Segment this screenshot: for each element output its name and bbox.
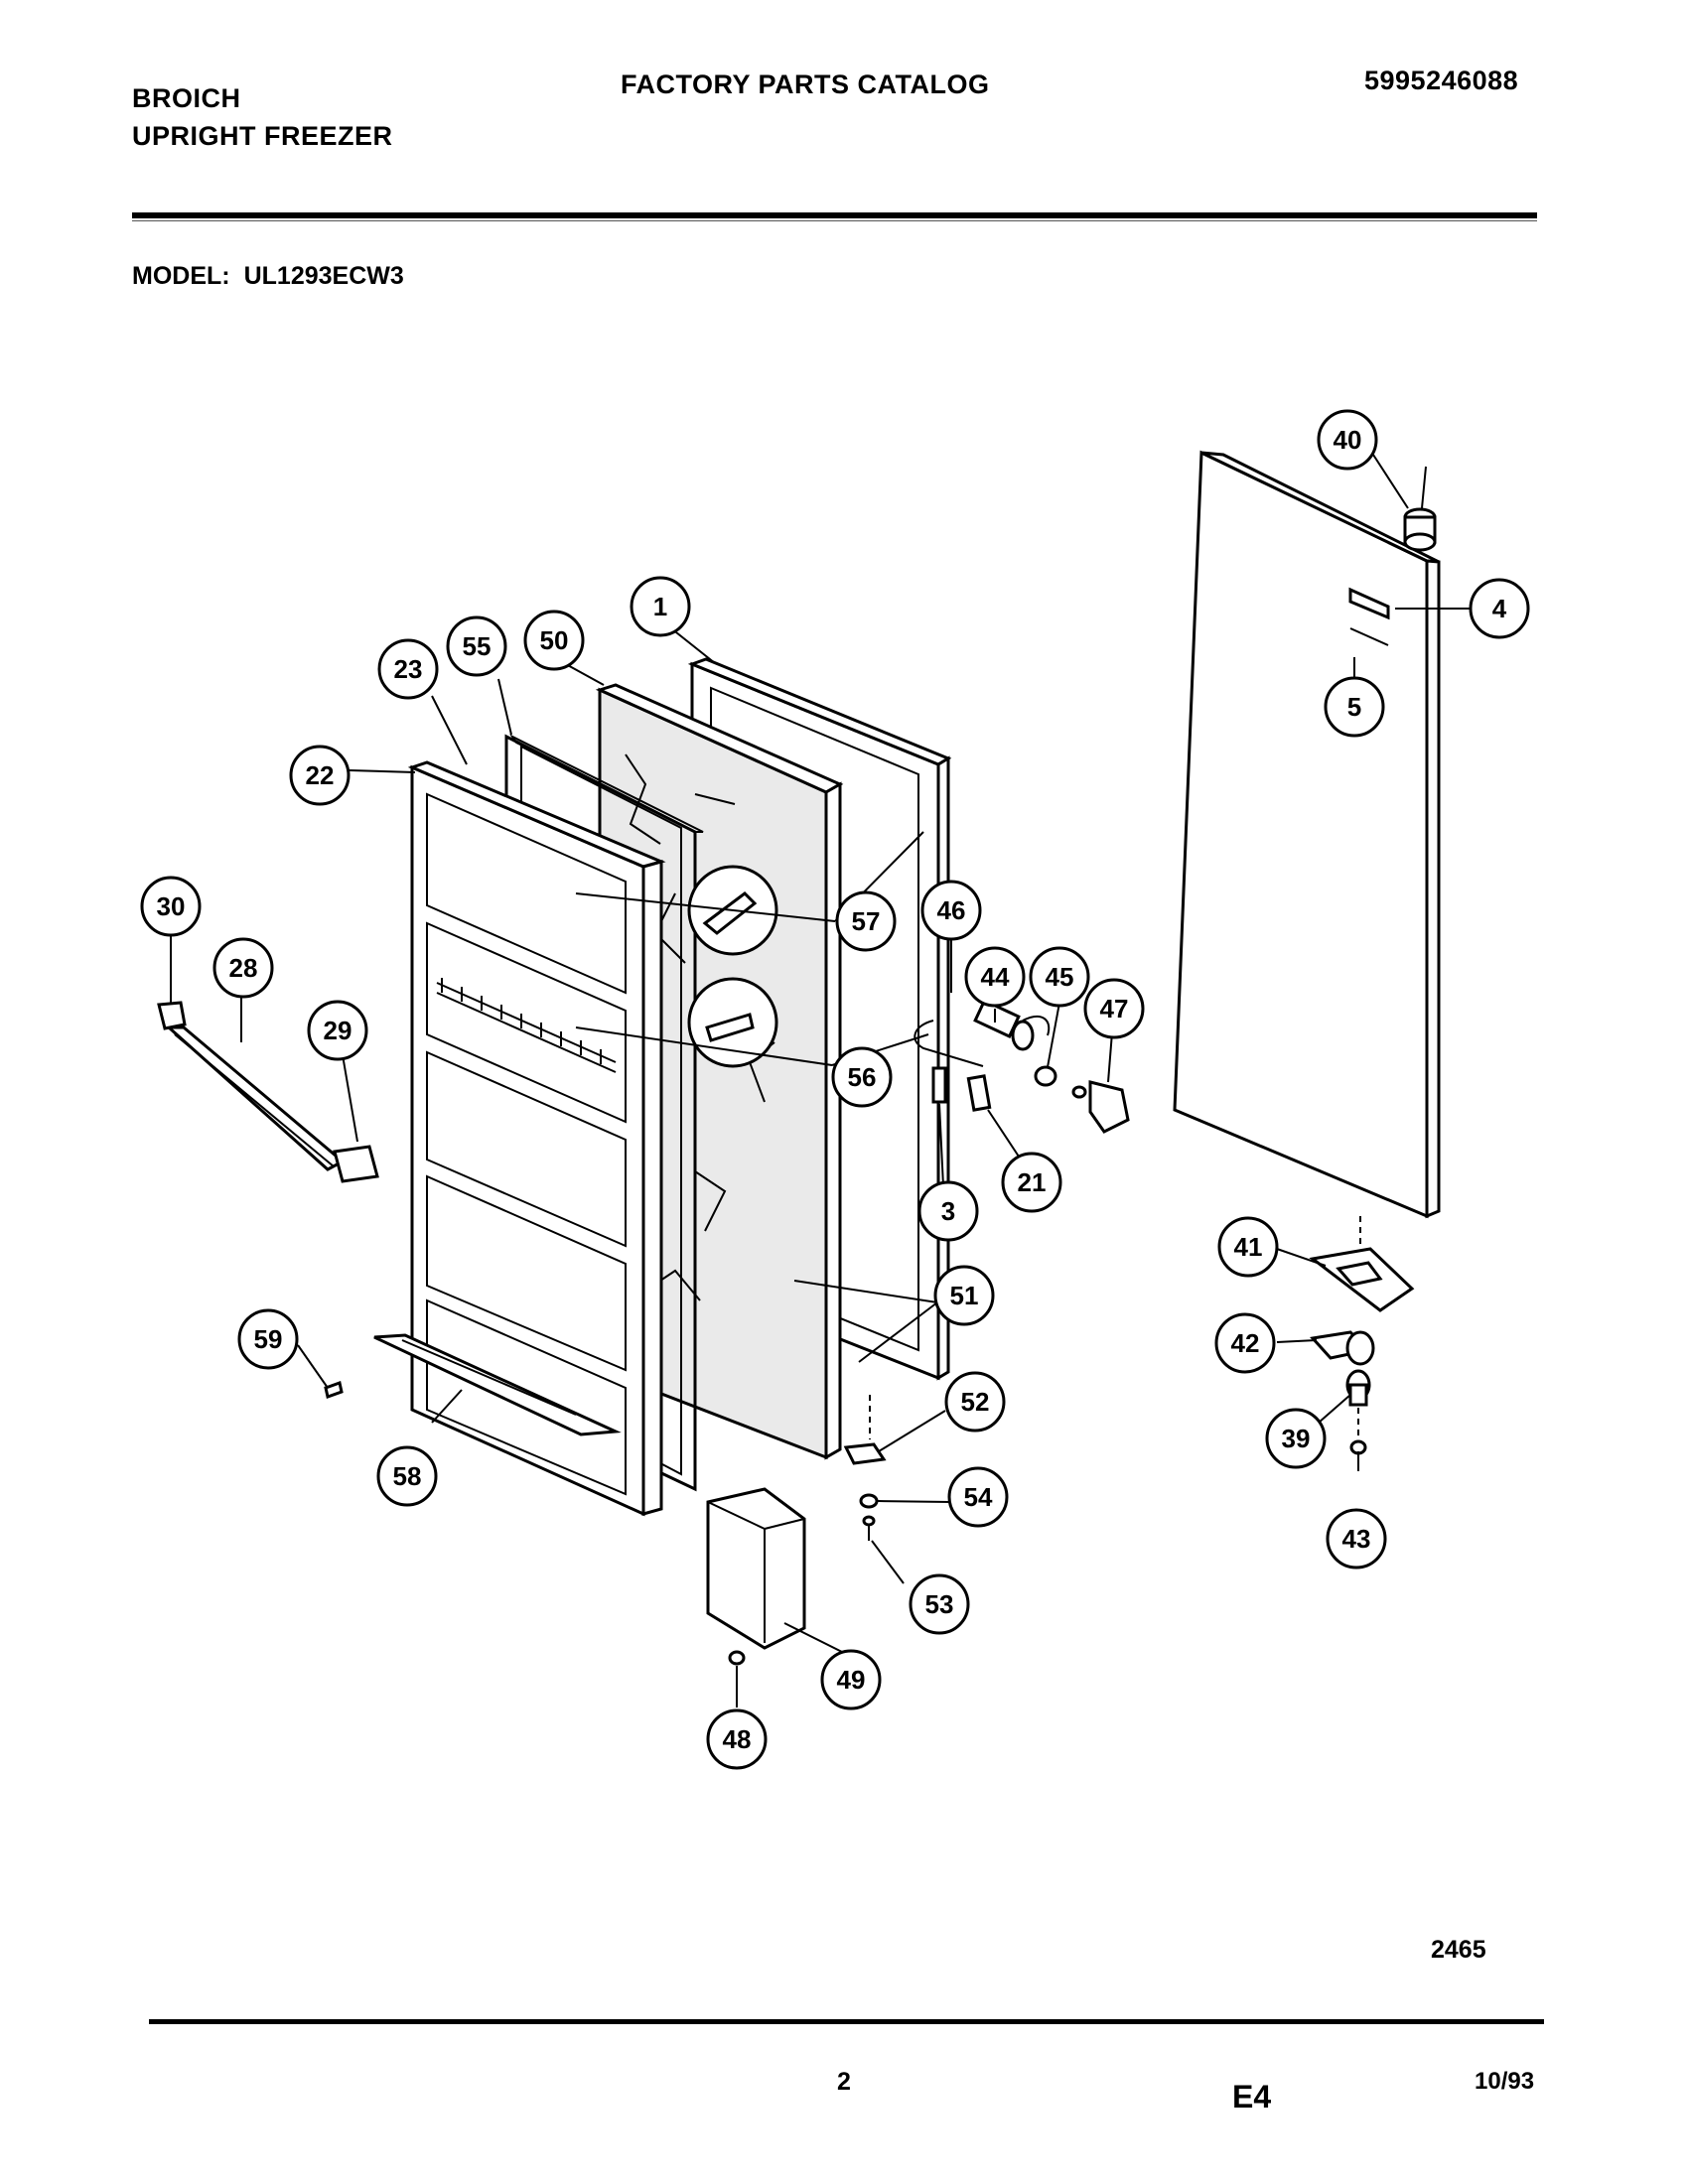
svg-text:59: 59	[254, 1324, 283, 1354]
svg-text:51: 51	[950, 1281, 979, 1310]
callout-40: 40	[1317, 409, 1378, 471]
svg-text:29: 29	[324, 1016, 352, 1045]
callout-5: 5	[1324, 676, 1385, 738]
kick-plate	[706, 1487, 806, 1650]
svg-text:44: 44	[981, 962, 1010, 992]
callout-44: 44	[964, 946, 1026, 1008]
callout-22: 22	[289, 745, 351, 806]
svg-text:41: 41	[1234, 1232, 1263, 1262]
breaker-strip	[373, 1333, 622, 1436]
callout-42: 42	[1214, 1312, 1276, 1374]
detail-magnifiers	[687, 865, 778, 1068]
brand-name: BROICH	[132, 83, 241, 113]
svg-text:48: 48	[723, 1724, 752, 1754]
callout-3: 3	[917, 1180, 979, 1242]
svg-text:46: 46	[937, 895, 966, 925]
svg-text:52: 52	[961, 1387, 990, 1417]
lock-and-small-parts	[324, 999, 1130, 1666]
callout-23: 23	[377, 638, 439, 700]
svg-text:40: 40	[1334, 425, 1362, 455]
svg-text:45: 45	[1046, 962, 1074, 992]
callout-46: 46	[920, 880, 982, 941]
callout-52: 52	[944, 1371, 1006, 1433]
svg-text:4: 4	[1492, 594, 1507, 623]
svg-text:30: 30	[157, 891, 186, 921]
inner-door-liner	[407, 760, 666, 1517]
svg-text:55: 55	[463, 631, 492, 661]
svg-text:5: 5	[1347, 692, 1361, 722]
header-rule	[132, 212, 1537, 218]
callout-55: 55	[446, 615, 507, 677]
svg-text:21: 21	[1018, 1167, 1047, 1197]
product-type: UPRIGHT FREEZER	[132, 121, 393, 151]
header-rule-thin	[132, 220, 1537, 221]
callout-53: 53	[909, 1573, 970, 1635]
footer-rule	[149, 2019, 1544, 2024]
callout-29: 29	[307, 1000, 368, 1061]
svg-text:49: 49	[837, 1665, 866, 1695]
svg-text:58: 58	[393, 1461, 422, 1491]
door-outer-panel	[1173, 450, 1441, 1219]
svg-text:28: 28	[229, 953, 258, 983]
model-number: UL1293ECW3	[243, 262, 404, 290]
model-line: MODEL: UL1293ECW3	[132, 262, 404, 291]
hinge-cap	[1403, 466, 1437, 552]
callout-45: 45	[1029, 946, 1090, 1008]
callout-49: 49	[820, 1649, 882, 1710]
svg-text:50: 50	[540, 625, 569, 655]
callout-56: 56	[831, 1046, 893, 1108]
svg-text:23: 23	[394, 654, 423, 684]
document-number: 5995246088	[1364, 66, 1519, 95]
svg-text:43: 43	[1342, 1524, 1371, 1554]
svg-text:3: 3	[941, 1196, 955, 1226]
callout-47: 47	[1083, 978, 1145, 1039]
svg-text:56: 56	[848, 1062, 877, 1092]
bottom-hinge-parts	[1309, 1216, 1415, 1471]
figure-number: 2465	[1431, 1936, 1486, 1964]
callout-30: 30	[140, 876, 202, 937]
callout-57: 57	[835, 890, 897, 952]
callout-28: 28	[212, 937, 274, 999]
callout-58: 58	[376, 1445, 438, 1507]
svg-text:42: 42	[1231, 1328, 1260, 1358]
revision-date: 10/93	[1475, 2068, 1535, 2095]
svg-text:57: 57	[852, 906, 881, 936]
callout-1: 1	[630, 576, 691, 637]
callout-4: 4	[1469, 578, 1530, 639]
door-handle	[157, 1001, 379, 1183]
callout-48: 48	[706, 1708, 768, 1770]
svg-text:47: 47	[1100, 994, 1129, 1024]
callout-21: 21	[1001, 1152, 1062, 1213]
svg-text:22: 22	[306, 760, 335, 790]
callout-54: 54	[947, 1466, 1009, 1528]
callout-41: 41	[1217, 1216, 1279, 1278]
callout-51: 51	[933, 1265, 995, 1326]
callout-39: 39	[1265, 1408, 1327, 1469]
page-number: 2	[837, 2068, 851, 2096]
catalog-title: FACTORY PARTS CATALOG	[621, 69, 990, 99]
svg-text:39: 39	[1282, 1424, 1311, 1453]
svg-text:1: 1	[653, 592, 667, 621]
svg-text:53: 53	[925, 1589, 954, 1619]
svg-text:54: 54	[964, 1482, 993, 1512]
brand-block: BROICH UPRIGHT FREEZER	[132, 79, 393, 155]
callout-43: 43	[1326, 1508, 1387, 1570]
callout-50: 50	[523, 610, 585, 671]
section-code: E4	[1232, 2079, 1272, 2115]
model-label: MODEL:	[132, 262, 230, 290]
callout-59: 59	[237, 1308, 299, 1370]
